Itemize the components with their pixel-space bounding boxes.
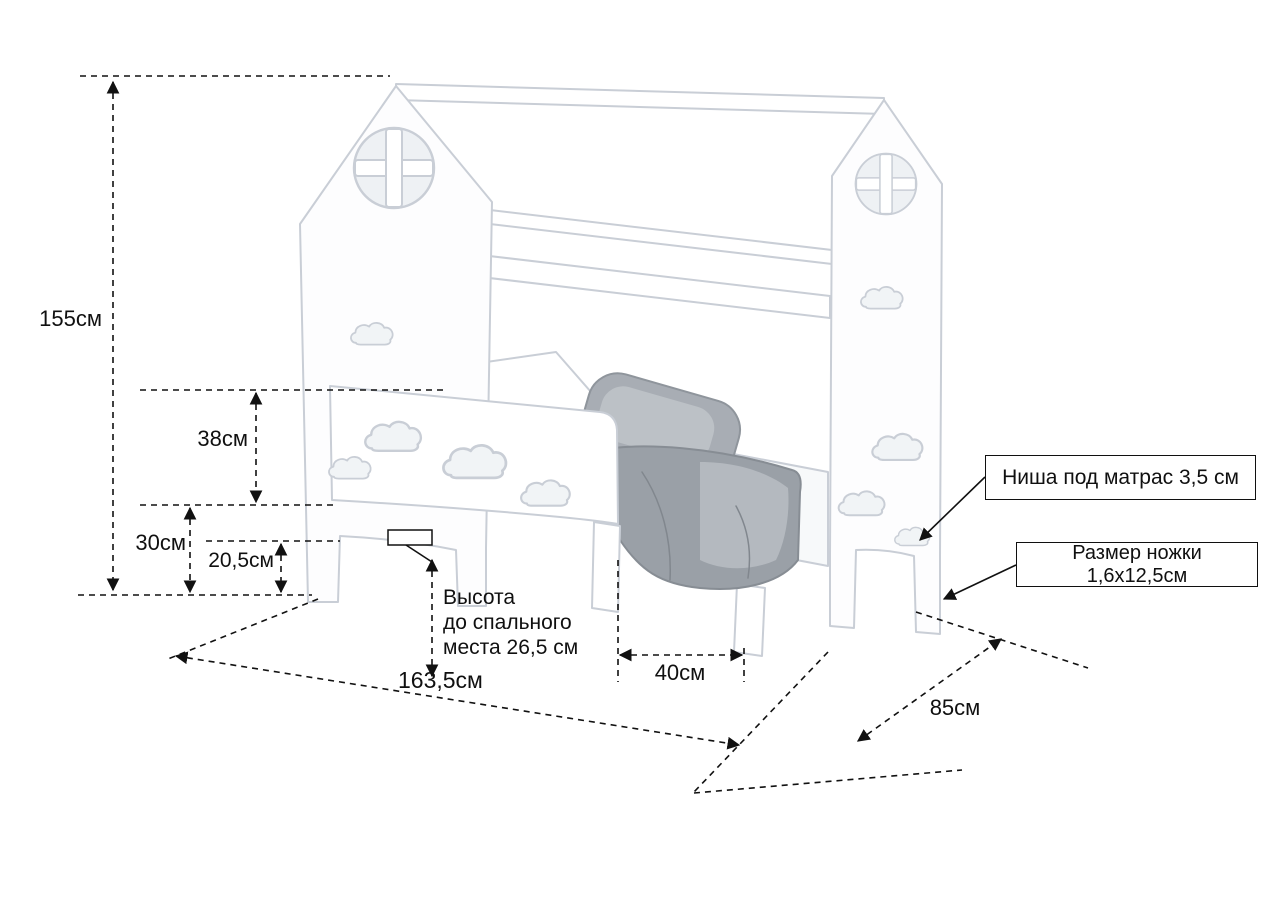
headboard-cross-window-icon — [352, 126, 436, 210]
callout-mattress-niche: Ниша под матрас 3,5 см — [985, 455, 1256, 500]
dimension-label-base-height: 20,5см — [208, 549, 274, 572]
fence-post — [591, 521, 621, 613]
dimension-label-depth: 85см — [929, 695, 981, 720]
house-bed-illustration — [299, 83, 943, 657]
dimension-label-clearance: 30см — [135, 530, 186, 555]
dimension-label-total-height: 155см — [39, 306, 102, 331]
sleep-level-marker — [387, 529, 433, 546]
callout-leg-size: Размер ножки 1,6х12,5см — [1016, 542, 1258, 587]
ridge-beam — [395, 83, 885, 115]
blanket — [584, 445, 802, 590]
callout-arrows — [387, 476, 1017, 600]
dimension-label-rail-height: 38см — [197, 426, 248, 451]
dimension-label-length: 163,5см — [398, 667, 483, 693]
dim-depth — [856, 638, 1003, 742]
mattress-niche-arrow — [919, 476, 986, 541]
dimension-label-sleep-height: Высота до спального места 26,5 см — [443, 586, 579, 659]
leg-size-arrow — [942, 564, 1017, 600]
dimension-label-entry-opening: 40см — [654, 660, 706, 685]
far-rail — [489, 209, 833, 265]
dim-length — [174, 651, 741, 750]
bed-leg — [733, 583, 766, 657]
footboard-cross-window-icon — [854, 152, 918, 216]
dimension-lines — [78, 75, 1089, 794]
